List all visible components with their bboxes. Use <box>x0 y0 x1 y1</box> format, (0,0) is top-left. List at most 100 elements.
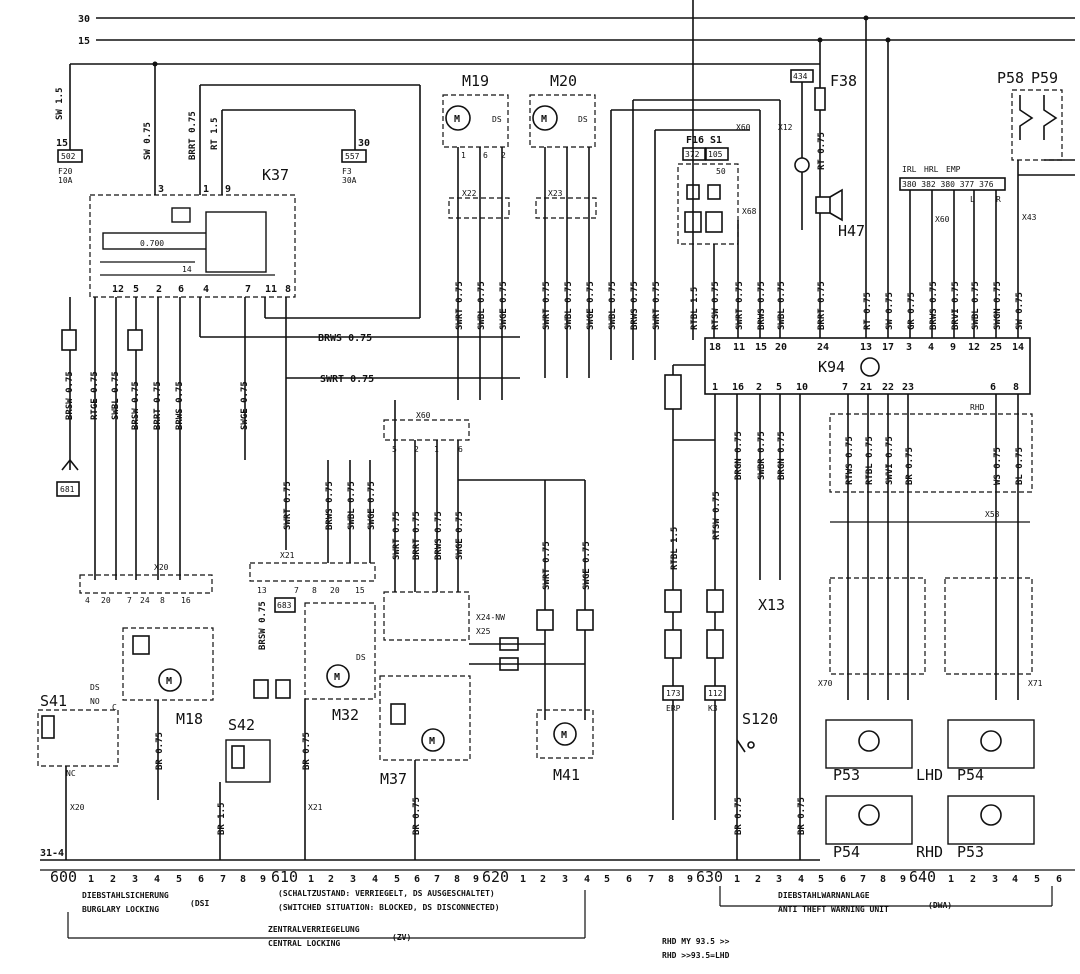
svg-text:BRGN 0.75: BRGN 0.75 <box>734 431 744 480</box>
caption-dwa-en: ANTI THEFT WARNING UNIT <box>778 905 889 914</box>
svg-text:20: 20 <box>330 586 340 595</box>
svg-text:SWGN 0.75: SWGN 0.75 <box>993 281 1003 330</box>
svg-text:R: R <box>996 195 1001 204</box>
svg-text:SWGE 0.75: SWGE 0.75 <box>455 511 465 560</box>
svg-text:6: 6 <box>414 874 420 885</box>
wire-brrt-2: BRRT 0.75 <box>153 381 163 430</box>
label-m20: M20 <box>550 72 577 90</box>
svg-text:630: 630 <box>696 868 723 886</box>
wire-k37-sw: SW 0.75 <box>143 122 153 160</box>
svg-text:4: 4 <box>85 596 90 605</box>
svg-text:13: 13 <box>860 342 872 353</box>
svg-text:SWRT 0.75: SWRT 0.75 <box>542 541 552 590</box>
svg-text:24: 24 <box>140 596 150 605</box>
svg-text:SWRT 0.75: SWRT 0.75 <box>455 281 465 330</box>
svg-text:8: 8 <box>285 284 291 295</box>
caption-zv-en: CENTRAL LOCKING <box>268 939 340 948</box>
svg-text:DS: DS <box>90 683 100 692</box>
svg-text:X60: X60 <box>736 123 751 132</box>
svg-text:X71: X71 <box>1028 679 1043 688</box>
svg-text:8: 8 <box>1013 382 1019 393</box>
svg-text:10: 10 <box>796 382 808 393</box>
svg-text:SWBL 0.75: SWBL 0.75 <box>777 281 787 330</box>
f20-pin: 15 <box>56 138 68 149</box>
caption-dsi-en: BURGLARY LOCKING <box>82 905 159 914</box>
svg-text:BRWS 0.75: BRWS 0.75 <box>434 511 444 560</box>
svg-text:8: 8 <box>240 874 246 885</box>
svg-text:7: 7 <box>860 874 866 885</box>
svg-text:25: 25 <box>990 342 1002 353</box>
svg-text:5: 5 <box>1034 874 1040 885</box>
svg-text:5: 5 <box>776 382 782 393</box>
f3-pin: 30 <box>358 138 370 149</box>
svg-text:3: 3 <box>158 184 164 195</box>
label-k94: K94 <box>818 358 845 376</box>
svg-text:BRRT 0.75: BRRT 0.75 <box>412 511 422 560</box>
svg-text:6: 6 <box>840 874 846 885</box>
svg-text:9: 9 <box>225 184 231 195</box>
svg-text:610: 610 <box>271 868 298 886</box>
svg-text:X25: X25 <box>476 627 491 636</box>
svg-text:3: 3 <box>350 874 356 885</box>
svg-text:9: 9 <box>473 874 479 885</box>
caption-zv-code: (ZV) <box>392 933 411 942</box>
svg-text:7: 7 <box>294 586 299 595</box>
svg-text:50: 50 <box>716 167 726 176</box>
fuse-f20: SW 1.5 15 502 F20 10A <box>55 64 83 185</box>
svg-text:380 382 380 377 376: 380 382 380 377 376 <box>902 180 994 189</box>
caption-dwa-code: (DWA) <box>928 901 952 910</box>
svg-text:NC: NC <box>66 769 76 778</box>
svg-text:DS: DS <box>492 115 502 124</box>
svg-text:SWBL 0.75: SWBL 0.75 <box>564 281 574 330</box>
svg-text:BR 0.75: BR 0.75 <box>155 732 165 770</box>
svg-text:9: 9 <box>900 874 906 885</box>
svg-text:173: 173 <box>666 689 681 698</box>
caption-schalt-de: (SCHALTZUSTAND: VERRIEGELT, DS AUSGESCHA… <box>278 889 495 898</box>
label-s42: S42 <box>228 716 255 734</box>
svg-text:X22: X22 <box>462 189 477 198</box>
caption-dsi-code: (DSI <box>190 899 209 908</box>
wire-rtge: RTGE 0.75 <box>90 371 100 420</box>
svg-text:5: 5 <box>176 874 182 885</box>
f20-code: 502 <box>61 152 76 161</box>
svg-text:0.700: 0.700 <box>140 239 164 248</box>
k94-lower: RTBL 1.5 RTSW 0.75 173 ERP 112 K3 BRGN 0… <box>662 364 807 860</box>
svg-text:LHD: LHD <box>916 766 943 784</box>
svg-text:X23: X23 <box>548 189 563 198</box>
label-p54-lhd: P54 <box>957 766 984 784</box>
svg-text:X68: X68 <box>742 207 757 216</box>
svg-text:RHD: RHD <box>916 843 943 861</box>
svg-text:2: 2 <box>110 874 116 885</box>
svg-text:7: 7 <box>245 284 251 295</box>
emp-block: RT 0.75 SW 0.75 IRL HRL EMP 380 382 380 … <box>863 18 1006 340</box>
wire-swge-k37: SWGE 0.75 <box>240 381 250 430</box>
svg-text:SWGE 0.75: SWGE 0.75 <box>586 281 596 330</box>
svg-text:BRWS 0.75: BRWS 0.75 <box>929 281 939 330</box>
svg-text:X20: X20 <box>154 563 169 572</box>
svg-text:17: 17 <box>882 342 894 353</box>
svg-text:14: 14 <box>1012 342 1024 353</box>
svg-text:12: 12 <box>968 342 980 353</box>
svg-text:F16: F16 <box>686 135 704 146</box>
svg-text:X21: X21 <box>308 803 323 812</box>
svg-text:M: M <box>541 114 547 125</box>
svg-text:11: 11 <box>265 284 277 295</box>
fuse-block-f16: F16 S1 X60 372 105 50 X68 RTBL 1.5 RTSW … <box>677 0 787 340</box>
svg-text:1: 1 <box>461 151 466 160</box>
svg-text:4: 4 <box>154 874 160 885</box>
svg-text:16: 16 <box>181 596 191 605</box>
svg-text:RTWS 0.75: RTWS 0.75 <box>845 436 855 485</box>
svg-text:2: 2 <box>501 151 506 160</box>
svg-text:6: 6 <box>990 382 996 393</box>
svg-text:SWVI 0.75: SWVI 0.75 <box>885 436 895 485</box>
svg-text:5: 5 <box>604 874 610 885</box>
svg-text:8: 8 <box>880 874 886 885</box>
motor-m37: X60 5 2 1 6 SWRT 0.75 BRRT 0.75 BRWS 0.7… <box>379 400 505 860</box>
svg-text:SWGE 0.75: SWGE 0.75 <box>499 281 509 330</box>
wire-brws-2: BRWS 0.75 <box>175 381 185 430</box>
svg-text:RTSW 0.75: RTSW 0.75 <box>712 491 722 540</box>
wire-k37-brrt: BRRT 0.75 <box>188 111 198 160</box>
relay-k37: SW 0.75 BRRT 0.75 RT 1.5 3 1 9 K37 0.700… <box>89 64 296 298</box>
svg-text:2: 2 <box>756 382 762 393</box>
svg-text:3: 3 <box>776 874 782 885</box>
